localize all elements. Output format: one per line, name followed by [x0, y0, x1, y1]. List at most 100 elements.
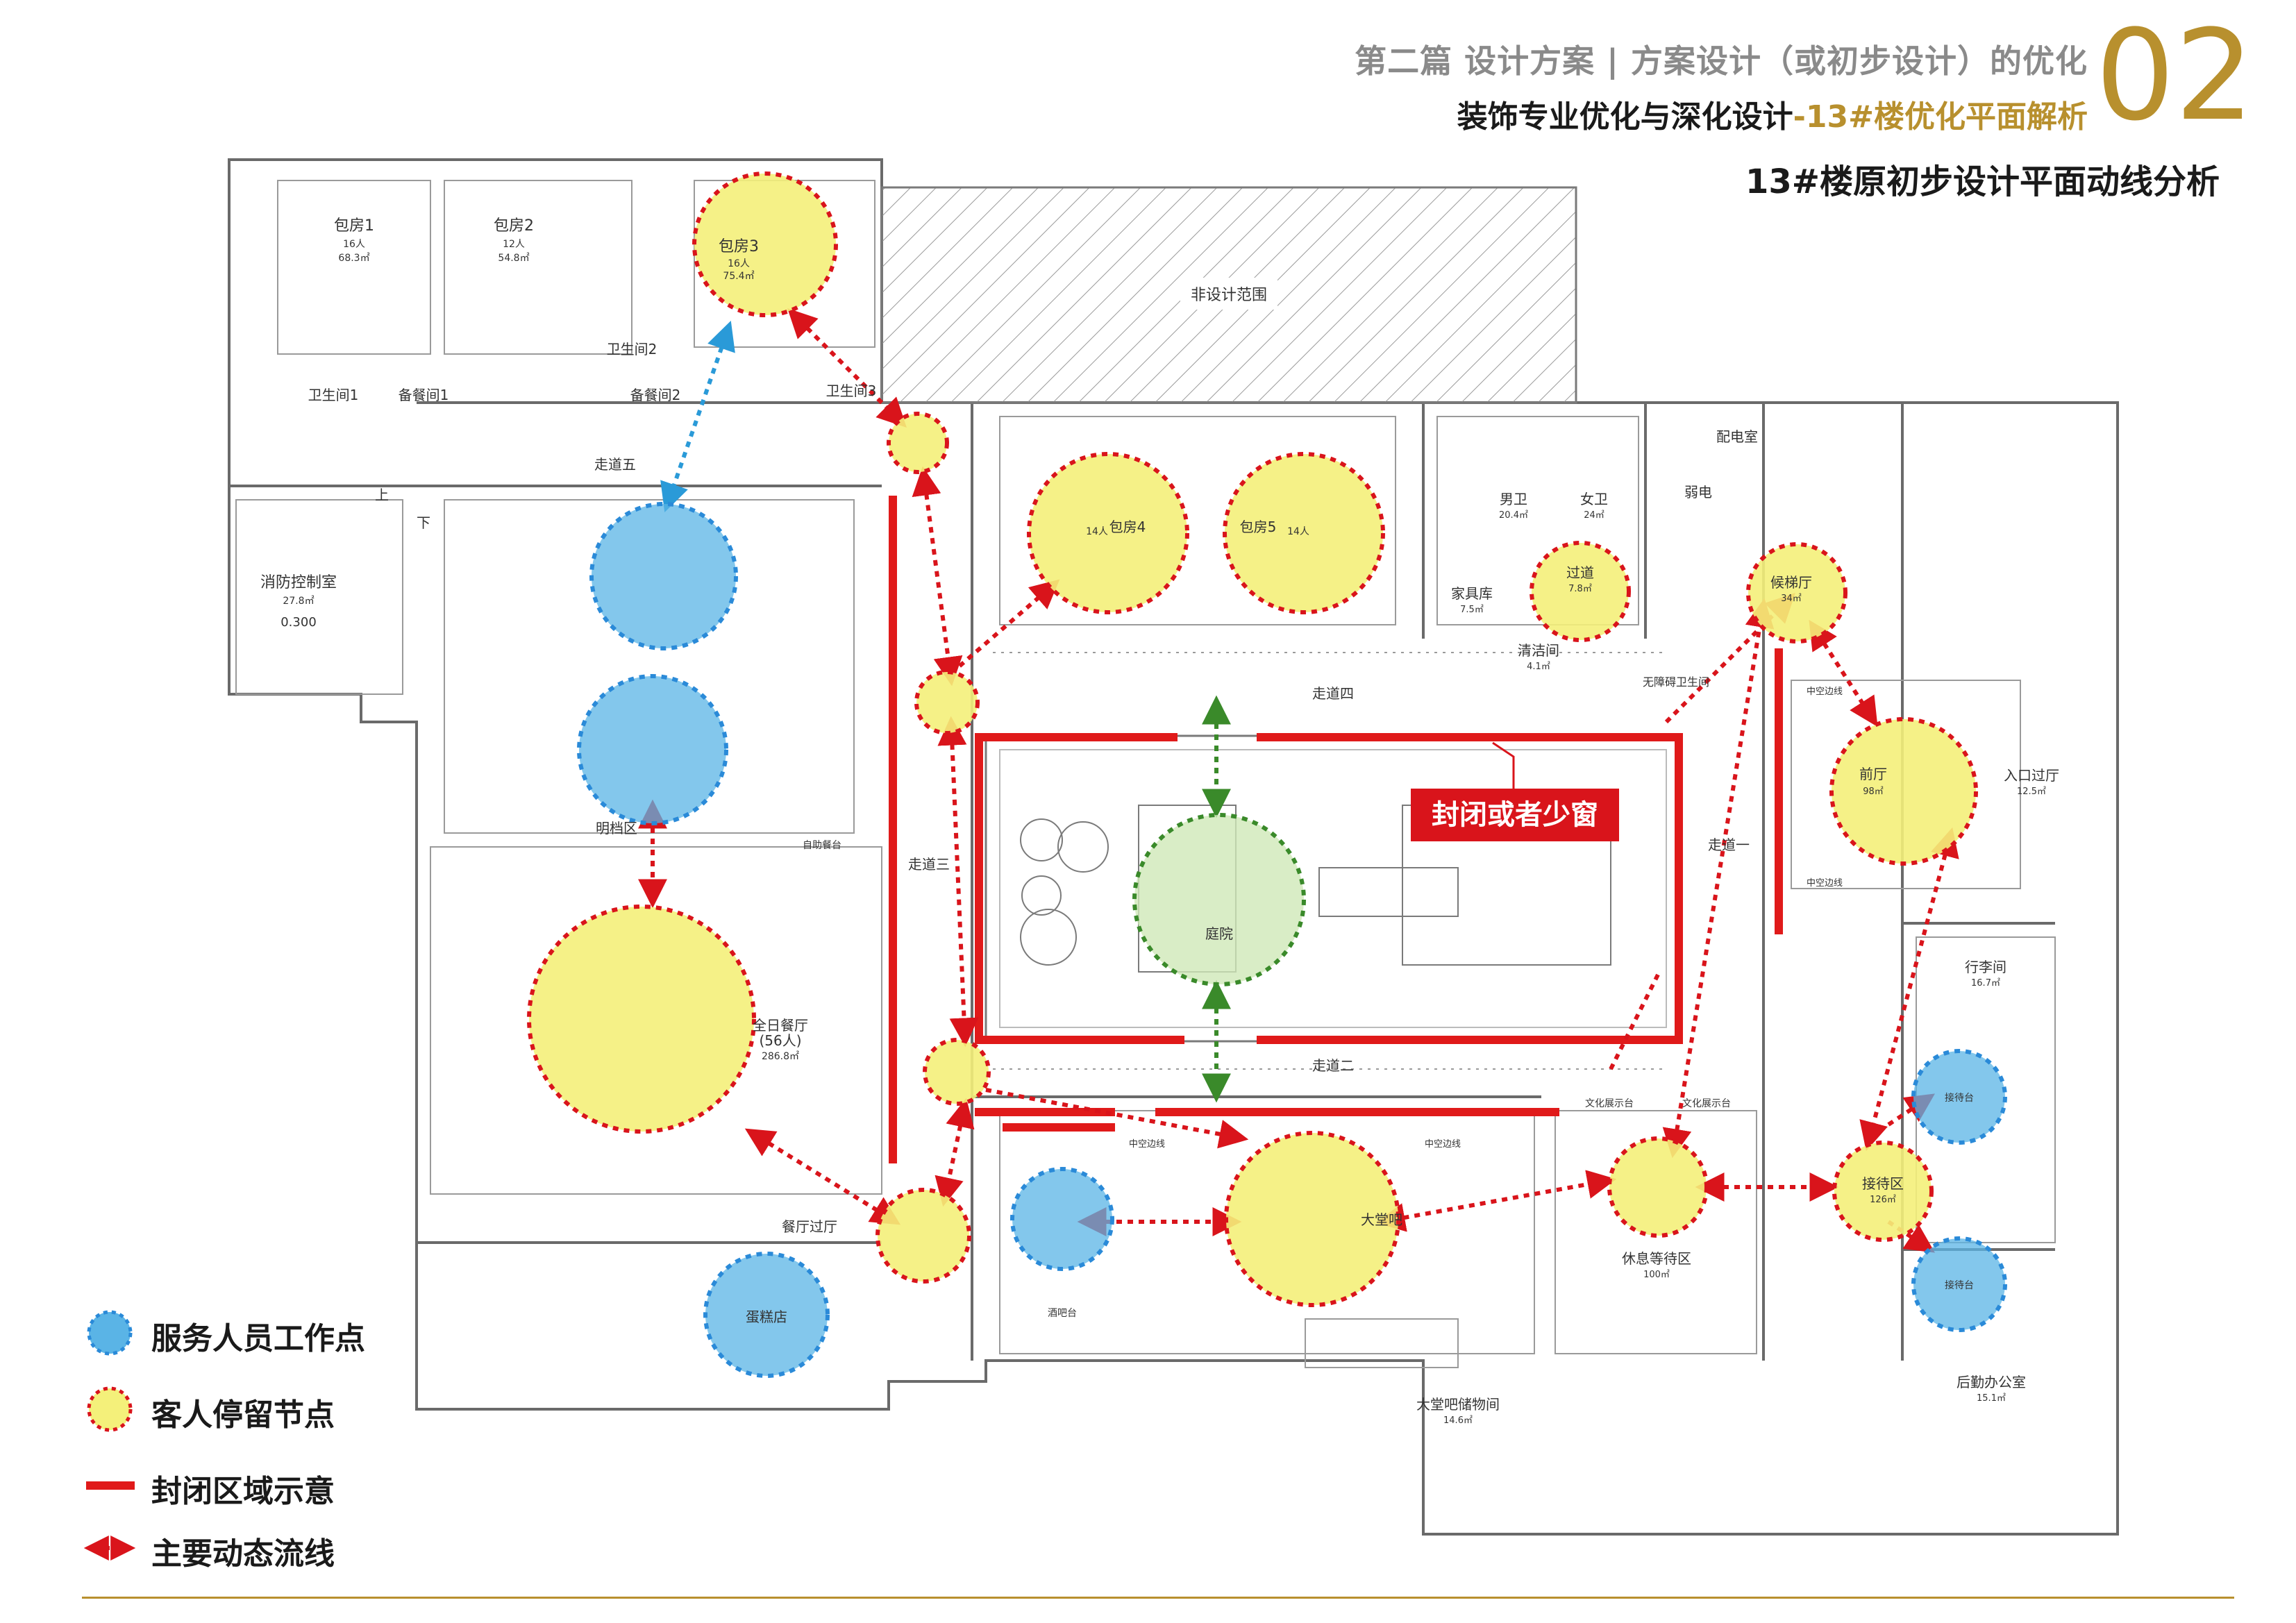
label-void-edge-3: 中空边线 — [1807, 687, 1843, 697]
footer-divider — [82, 1597, 2234, 1599]
courtyard-block — [984, 734, 1682, 1043]
callout-pointer — [1492, 741, 1515, 791]
guest-node-passage — [1530, 541, 1631, 642]
label-corridor2: 走道二 — [1312, 1057, 1354, 1074]
legend-item-guest: 客人停留节点 — [82, 1381, 471, 1437]
guest-node-lobby — [1829, 717, 1978, 866]
subtitle: 装饰专业优化与深化设计-13#楼优化平面解析 — [1457, 92, 2088, 136]
label-entry-area: 12.5㎡ — [2017, 787, 2046, 797]
label-corridor4: 走道四 — [1312, 685, 1354, 702]
label-toilet1: 卫生间1 — [308, 387, 359, 403]
label-culture-display-2: 文化展示台 — [1682, 1098, 1731, 1109]
label-entry: 入口过厅 — [2004, 767, 2059, 784]
label-stair-up: 上 — [375, 487, 389, 503]
label-room3-cap: 16人 — [728, 258, 750, 269]
page-header: 第二篇 设计方案 | 方案设计（或初步设计）的优化 装饰专业优化与深化设计-13… — [0, 0, 2296, 208]
legend-item-flow: 主要动态流线 — [82, 1520, 471, 1576]
staff-node-cake — [703, 1252, 830, 1378]
label-room2-cap: 12人 — [503, 239, 525, 250]
label-room1: 包房1 — [334, 217, 374, 235]
page-title: 13#楼原初步设计平面动线分析 — [1745, 162, 2220, 201]
label-reception: 接待区 — [1862, 1175, 1904, 1192]
label-cap14-b: 14人 — [1287, 526, 1309, 537]
label-furniture-area: 7.5㎡ — [1460, 605, 1484, 615]
label-courtyard: 庭院 — [1205, 925, 1233, 942]
red-line-icon — [86, 1481, 135, 1490]
label-room4: 包房4 — [1109, 519, 1146, 535]
courtyard-node — [1132, 813, 1306, 986]
label-fire-area: 27.8㎡ — [283, 596, 314, 607]
legend-item-staff: 服务人员工作点 — [82, 1305, 471, 1361]
label-passage-area: 7.8㎡ — [1568, 584, 1592, 594]
label-toilet3: 卫生间3 — [826, 382, 877, 399]
label-power-room: 配电室 — [1716, 428, 1758, 445]
room-labels: 包房1 16人 68.3㎡ 包房2 12人 54.8㎡ 包房3 16人 75.4… — [260, 217, 2059, 1426]
label-passage: 过道 — [1566, 564, 1594, 581]
label-cake-shop: 蛋糕店 — [746, 1309, 787, 1325]
label-corridor3: 走道三 — [908, 856, 950, 873]
label-bar-storage-area: 14.6㎡ — [1443, 1415, 1473, 1426]
label-womens: 女卫 — [1580, 491, 1608, 507]
guest-node-room4 — [1027, 452, 1189, 614]
staff-node-desk-1 — [1911, 1049, 2007, 1145]
label-bar-storage: 大堂吧储物间 — [1416, 1396, 1500, 1413]
label-lift-lobby: 候梯厅 — [1770, 574, 1812, 591]
label-lobby: 前厅 — [1859, 766, 1887, 782]
guest-node-lift-lobby — [1746, 542, 1847, 644]
label-rest-area-size: 100㎡ — [1643, 1270, 1670, 1280]
label-lift-lobby-area: 34㎡ — [1781, 594, 1802, 604]
label-room3-area: 75.4㎡ — [723, 271, 754, 282]
label-lobby-bar: 大堂吧 — [1361, 1211, 1402, 1228]
label-fire-control: 消防控制室 — [260, 574, 337, 591]
guest-node-corridor5 — [887, 412, 949, 474]
legend-label-staff: 服务人员工作点 — [151, 1321, 365, 1356]
label-culture-display-1: 文化展示台 — [1585, 1098, 1634, 1109]
staff-node-desk-2 — [1911, 1236, 2007, 1332]
blue-circle-icon — [87, 1310, 133, 1356]
staff-node-kitchen-1 — [589, 502, 738, 650]
guest-node-room5 — [1223, 452, 1385, 614]
staff-nodes — [577, 502, 2007, 1378]
section-line: 第二篇 设计方案 | 方案设计（或初步设计）的优化 — [1355, 42, 2088, 80]
label-cleaning-area: 4.1㎡ — [1527, 662, 1550, 672]
label-desk-1: 接待台 — [1945, 1092, 1974, 1104]
label-room5: 包房5 — [1240, 519, 1277, 535]
guest-node-corridor2 — [923, 1038, 991, 1106]
label-room1-area: 68.3㎡ — [338, 253, 369, 264]
label-cap14-a: 14人 — [1086, 526, 1108, 537]
label-toilet2: 卫生间2 — [607, 341, 657, 358]
label-womens-area: 24㎡ — [1584, 510, 1604, 521]
label-corridor1: 走道一 — [1708, 836, 1750, 853]
subtitle-main: 装饰专业优化与深化设计 — [1457, 99, 1793, 135]
label-mens-area: 20.4㎡ — [1499, 510, 1528, 521]
chapter-number: 02 — [2095, 3, 2254, 149]
legend-label-closed: 封闭区域示意 — [151, 1474, 335, 1509]
legend-item-closed: 封闭区域示意 — [82, 1458, 471, 1513]
label-furniture: 家具库 — [1451, 585, 1493, 602]
label-luggage-area: 16.7㎡ — [1971, 978, 2000, 989]
label-back-office: 后勤办公室 — [1956, 1374, 2026, 1390]
label-reception-area: 126㎡ — [1870, 1195, 1896, 1205]
label-buffet: 自助餐台 — [803, 840, 841, 851]
label-weak-elec: 弱电 — [1684, 484, 1712, 501]
label-back-office-area: 15.1㎡ — [1977, 1393, 2006, 1404]
label-bar-counter: 酒吧台 — [1048, 1308, 1077, 1319]
label-void-edge-4: 中空边线 — [1807, 878, 1843, 889]
label-dining: 全日餐厅 — [753, 1017, 808, 1034]
guest-node-dining-hall — [875, 1188, 971, 1284]
legend-label-flow: 主要动态流线 — [151, 1536, 335, 1572]
guest-node-reception — [1832, 1141, 1934, 1242]
legend-label-guest: 客人停留节点 — [151, 1397, 335, 1433]
label-void-edge-2: 中空边线 — [1425, 1139, 1461, 1150]
closed-area-lines — [889, 496, 1783, 1163]
label-room3: 包房3 — [719, 238, 759, 255]
label-desk-2: 接待台 — [1945, 1279, 1974, 1291]
label-accessible-wc: 无障碍卫生间 — [1643, 675, 1709, 689]
label-dining-hall: 餐厅过厅 — [782, 1218, 837, 1235]
staff-node-bar — [1010, 1167, 1114, 1271]
guest-nodes — [527, 171, 1978, 1307]
label-mens: 男卫 — [1500, 491, 1527, 507]
subtitle-accent: -13#楼优化平面解析 — [1793, 99, 2088, 135]
interior-lines — [235, 180, 2056, 1368]
label-lobby-area: 98㎡ — [1863, 787, 1884, 797]
